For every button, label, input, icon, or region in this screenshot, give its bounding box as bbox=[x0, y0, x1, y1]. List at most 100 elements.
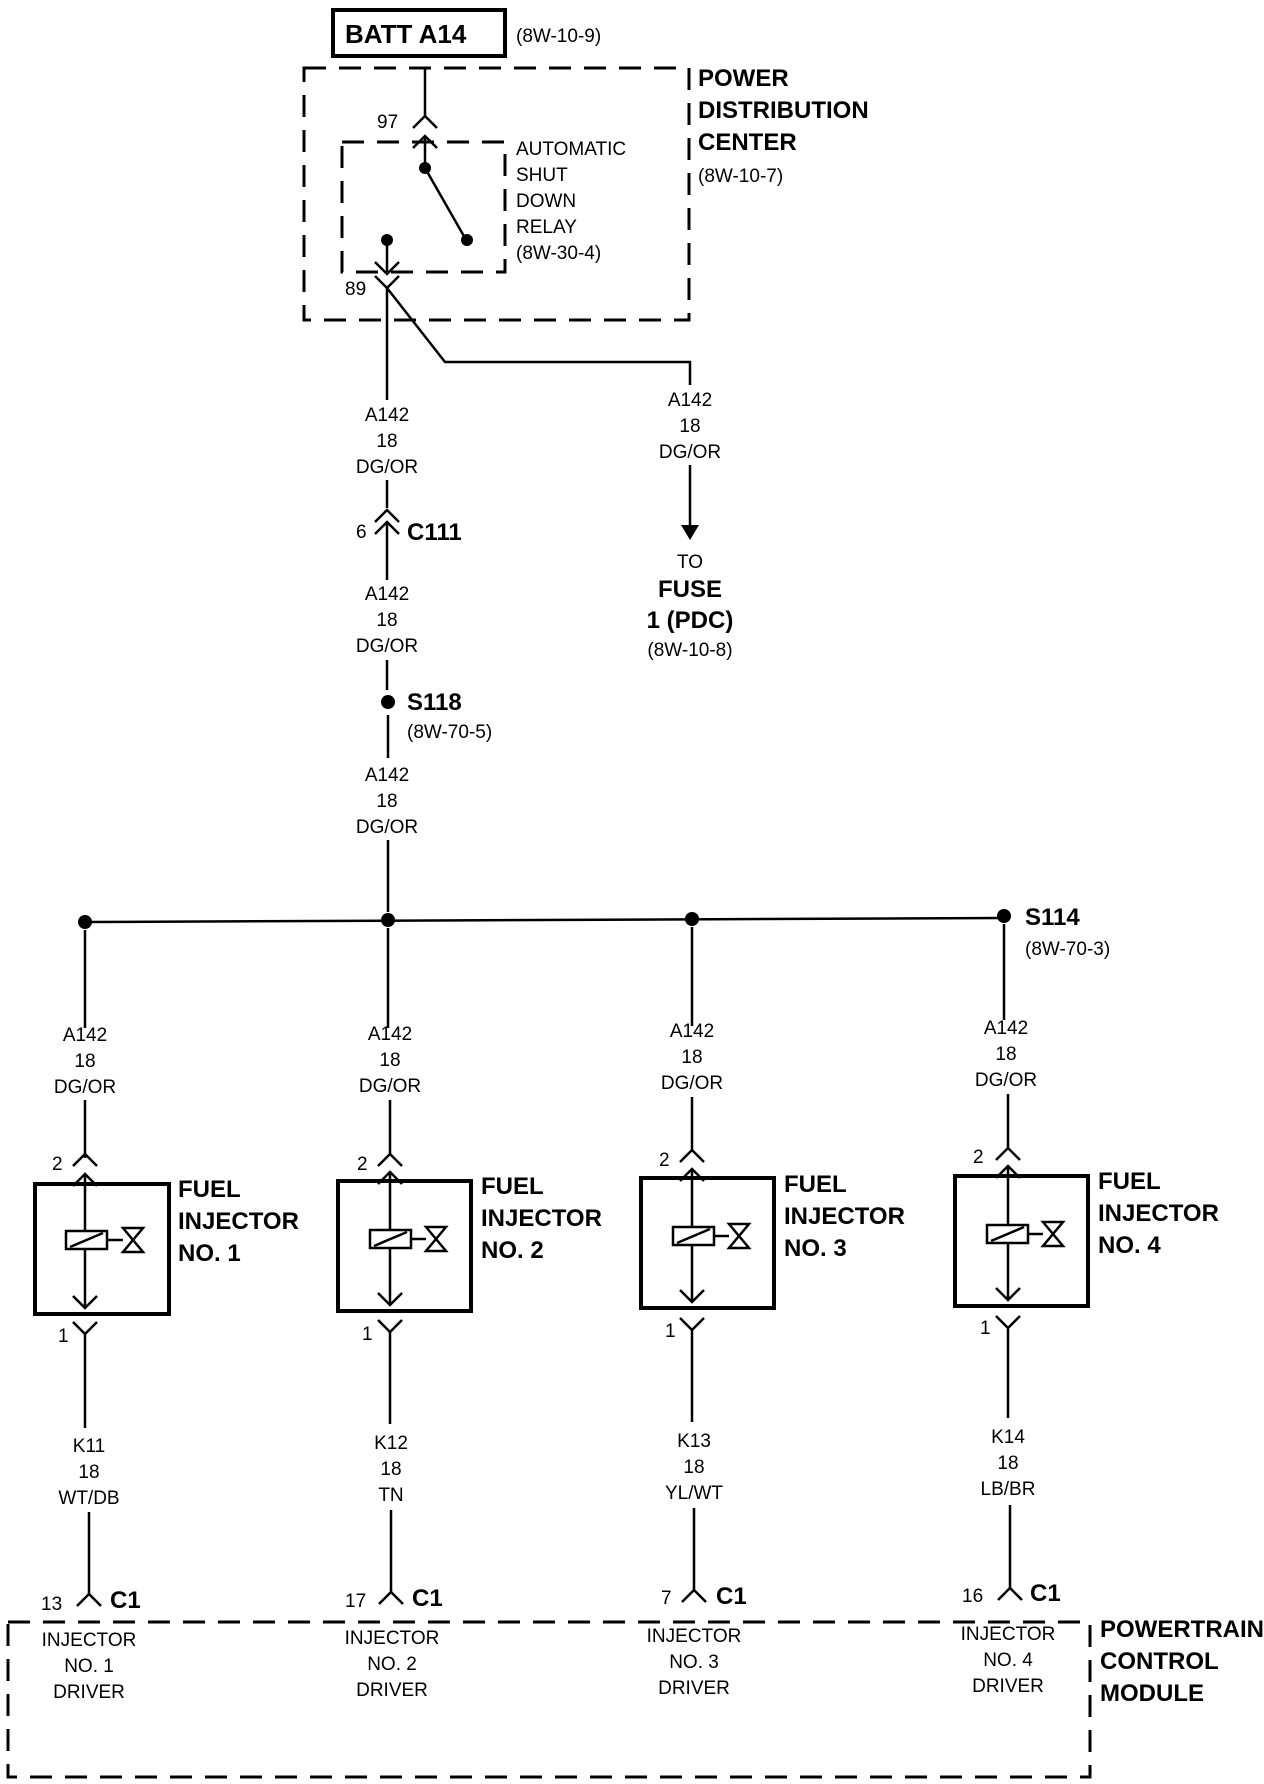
pin-89: 89 bbox=[345, 279, 366, 300]
fuse-arrow-icon bbox=[681, 525, 699, 540]
injector-2-supply-color: DG/OR bbox=[359, 1076, 421, 1097]
pdc-title-line2: DISTRIBUTION bbox=[698, 97, 869, 124]
injector-2-title-line3: NO. 2 bbox=[481, 1237, 544, 1264]
injector-4-driver-line1: INJECTOR bbox=[961, 1624, 1056, 1645]
injector-2-color: TN bbox=[378, 1485, 403, 1506]
pdc-title-line3: CENTER bbox=[698, 129, 797, 156]
c111-name: C111 bbox=[407, 519, 462, 546]
injector-3-gauge: 18 bbox=[683, 1457, 704, 1478]
injector-4-supply-gauge: 18 bbox=[995, 1044, 1016, 1065]
injector-4-title-line2: INJECTOR bbox=[1098, 1200, 1219, 1227]
wire-color: DG/OR bbox=[356, 636, 418, 657]
injector-1-valve-icon bbox=[120, 1226, 146, 1254]
injector-1-driver-line2: NO. 1 bbox=[64, 1656, 114, 1677]
injector-1-pin-top: 2 bbox=[52, 1154, 63, 1175]
wire-color: DG/OR bbox=[356, 817, 418, 838]
pdc-ref: (8W-10-7) bbox=[698, 166, 783, 187]
bus-splice-3 bbox=[685, 912, 699, 926]
relay-ref: (8W-30-4) bbox=[516, 243, 601, 264]
injector-1-connector: C1 bbox=[110, 1587, 141, 1614]
wire-color: DG/OR bbox=[356, 457, 418, 478]
c111-connector-lower bbox=[374, 520, 400, 535]
injector-3-supply-gauge: 18 bbox=[681, 1047, 702, 1068]
s114-ref: (8W-70-3) bbox=[1025, 939, 1110, 960]
fuel-injector-2: A142 18 DG/OR 2 1 FUEL INJECTOR NO. 2 K1… bbox=[336, 928, 602, 1701]
injector-4-circuit: K14 bbox=[991, 1427, 1025, 1448]
injector-1-gauge: 18 bbox=[78, 1462, 99, 1483]
relay-line4: RELAY bbox=[516, 217, 577, 238]
fuse-wire-circuit: A142 bbox=[668, 390, 712, 411]
injector-1-bottom-connector bbox=[72, 1321, 98, 1336]
fuse-to: TO bbox=[677, 552, 703, 573]
wire-gauge: 18 bbox=[376, 610, 397, 631]
injector-2-pin-top: 2 bbox=[357, 1154, 368, 1175]
injector-1-supply-color: DG/OR bbox=[54, 1077, 116, 1098]
fuse-wire-color: DG/OR bbox=[659, 442, 721, 463]
s118-ref: (8W-70-5) bbox=[407, 722, 492, 743]
injector-4-supply-color: DG/OR bbox=[975, 1070, 1037, 1091]
pcm-title-line3: MODULE bbox=[1100, 1680, 1204, 1707]
injector-bus: S114 (8W-70-3) bbox=[78, 904, 1110, 960]
injector-3-pin-top: 2 bbox=[659, 1150, 670, 1171]
injector-3-supply-circuit: A142 bbox=[670, 1021, 714, 1042]
pcm-c1-connector-3 bbox=[681, 1588, 707, 1603]
bus-wire bbox=[84, 916, 1004, 924]
s114-name: S114 bbox=[1025, 904, 1080, 931]
pin-97-connector bbox=[412, 114, 438, 129]
injector-2-circuit: K12 bbox=[374, 1433, 408, 1454]
relay-contact bbox=[461, 234, 473, 246]
injector-1-color: WT/DB bbox=[58, 1488, 119, 1509]
powertrain-control-module: POWERTRAIN CONTROL MODULE bbox=[6, 1616, 1264, 1779]
injector-1-supply-circuit: A142 bbox=[63, 1025, 107, 1046]
fuse-name: FUSE bbox=[658, 576, 722, 603]
injector-2-supply-gauge: 18 bbox=[379, 1050, 400, 1071]
s118-splice bbox=[381, 695, 395, 709]
c111-pin: 6 bbox=[356, 522, 367, 543]
injector-1-title-line1: FUEL bbox=[178, 1176, 241, 1203]
fuse-name2: 1 (PDC) bbox=[647, 607, 734, 634]
injector-3-connector: C1 bbox=[716, 1583, 747, 1610]
injector-4-title-line1: FUEL bbox=[1098, 1168, 1161, 1195]
wire-gauge: 18 bbox=[376, 431, 397, 452]
injector-4-gauge: 18 bbox=[997, 1453, 1018, 1474]
relay-line3: DOWN bbox=[516, 191, 576, 212]
fuse-wire-gauge: 18 bbox=[679, 416, 700, 437]
injector-1-title-line2: INJECTOR bbox=[178, 1208, 299, 1235]
injector-2-connector: C1 bbox=[412, 1585, 443, 1612]
injector-2-title-line2: INJECTOR bbox=[481, 1205, 602, 1232]
power-distribution-center: POWER DISTRIBUTION CENTER (8W-10-7) AUTO… bbox=[302, 65, 869, 322]
battery-source: BATT A14 (8W-10-9) bbox=[331, 8, 601, 58]
pcm-title-line1: POWERTRAIN bbox=[1100, 1616, 1264, 1643]
c111-connector-upper bbox=[374, 508, 400, 523]
fuel-injector-3: A142 18 DG/OR 2 1 FUEL INJECTOR NO. 3 K1… bbox=[639, 927, 905, 1699]
injector-2-bottom-connector bbox=[377, 1319, 403, 1334]
injector-3-title-line3: NO. 3 bbox=[784, 1235, 847, 1262]
injector-4-pin-top: 2 bbox=[973, 1147, 984, 1168]
injector-4-driver-line3: DRIVER bbox=[972, 1676, 1044, 1697]
pcm-outline bbox=[6, 1620, 1092, 1779]
injector-3-driver-line2: NO. 3 bbox=[669, 1652, 719, 1673]
injector-1-pin-bot: 1 bbox=[58, 1326, 69, 1347]
injector-2-supply-circuit: A142 bbox=[368, 1024, 412, 1045]
fuel-injector-1: A142 18 DG/OR 2 1 FUEL INJECTOR NO. 1 K1… bbox=[33, 930, 299, 1703]
relay-line1: AUTOMATIC bbox=[516, 139, 626, 160]
battery-ref: (8W-10-9) bbox=[516, 26, 601, 47]
battery-box bbox=[331, 8, 507, 58]
injector-1-driver-line3: DRIVER bbox=[53, 1682, 125, 1703]
pcm-c1-connector-2 bbox=[378, 1590, 404, 1605]
injector-4-pcm-pin: 16 bbox=[962, 1586, 983, 1607]
fuse-ref: (8W-10-8) bbox=[647, 640, 732, 661]
injector-2-driver-line2: NO. 2 bbox=[367, 1654, 417, 1675]
relay-line2: SHUT bbox=[516, 165, 568, 186]
injector-3-driver-line1: INJECTOR bbox=[647, 1626, 742, 1647]
injector-1-driver-line1: INJECTOR bbox=[42, 1630, 137, 1651]
injector-4-valve-icon bbox=[1040, 1220, 1066, 1248]
injector-2-driver-line1: INJECTOR bbox=[345, 1628, 440, 1649]
injector-2-gauge: 18 bbox=[380, 1459, 401, 1480]
injector-1-pcm-pin: 13 bbox=[41, 1594, 62, 1615]
injector-4-driver-line2: NO. 4 bbox=[983, 1650, 1033, 1671]
pcm-title-line2: CONTROL bbox=[1100, 1648, 1219, 1675]
injector-4-supply-circuit: A142 bbox=[984, 1018, 1028, 1039]
injector-3-driver-line3: DRIVER bbox=[658, 1678, 730, 1699]
injector-4-connector: C1 bbox=[1030, 1580, 1061, 1607]
